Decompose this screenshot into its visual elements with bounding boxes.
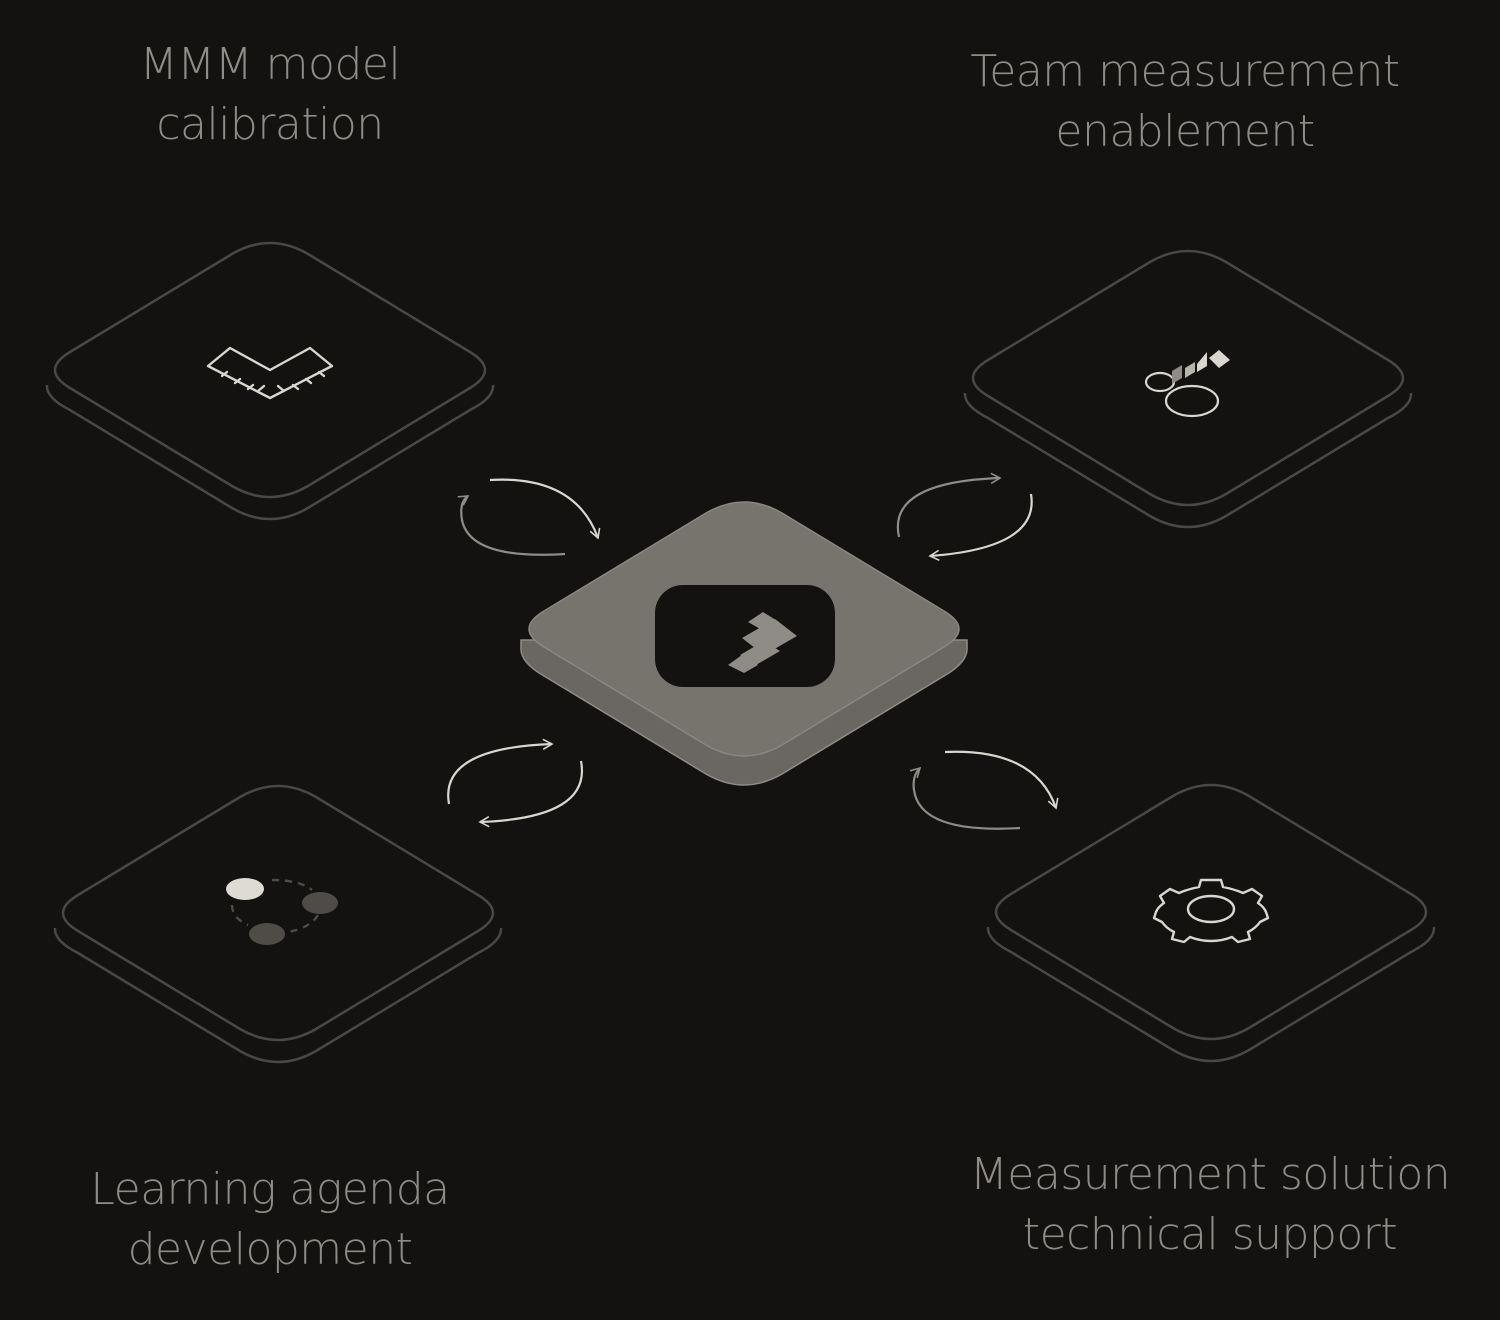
- label-line: calibration: [156, 99, 384, 150]
- ruler-icon: [206, 346, 334, 400]
- team-chart-icon: [1144, 350, 1230, 418]
- tile-team-enablement: [963, 249, 1413, 529]
- gear-icon: [1152, 878, 1270, 944]
- arrow-to-tile: [457, 495, 566, 556]
- tile-learning-agenda: [53, 784, 503, 1064]
- brand-logo-icon: [728, 612, 797, 673]
- label-line: development: [127, 1224, 413, 1275]
- cycle-dots-icon: [226, 878, 338, 945]
- label-line: Learning agenda: [90, 1164, 450, 1215]
- label-line: MMM model: [139, 39, 401, 90]
- arrow-to-center: [928, 493, 1033, 562]
- label-line: Team measurement: [970, 46, 1400, 97]
- sync-arrows-bottom-right: [909, 750, 1059, 830]
- label-learning-agenda: Learning agenda development: [40, 1160, 500, 1280]
- arrow-to-center: [447, 738, 554, 805]
- arrow-to-tile: [896, 472, 1002, 538]
- label-mmm-calibration: MMM model calibration: [70, 35, 470, 155]
- arrow-to-tile: [478, 760, 584, 828]
- label-line: Measurement solution: [969, 1149, 1451, 1200]
- label-line: technical support: [1022, 1209, 1398, 1260]
- label-technical-support: Measurement solution technical support: [940, 1145, 1480, 1265]
- arrow-to-center: [909, 766, 1021, 830]
- label-line: enablement: [1055, 106, 1315, 157]
- sync-arrows-top-left: [457, 478, 601, 556]
- tile-technical-support: [986, 783, 1436, 1063]
- arrow-to-tile: [944, 750, 1059, 810]
- arrow-to-center: [489, 478, 601, 540]
- sync-arrows-top-right: [896, 472, 1033, 562]
- tile-center-hub: [520, 501, 968, 786]
- label-team-enablement: Team measurement enablement: [935, 42, 1435, 162]
- tile-mmm-calibration: [45, 241, 495, 521]
- sync-arrows-bottom-left: [447, 738, 584, 828]
